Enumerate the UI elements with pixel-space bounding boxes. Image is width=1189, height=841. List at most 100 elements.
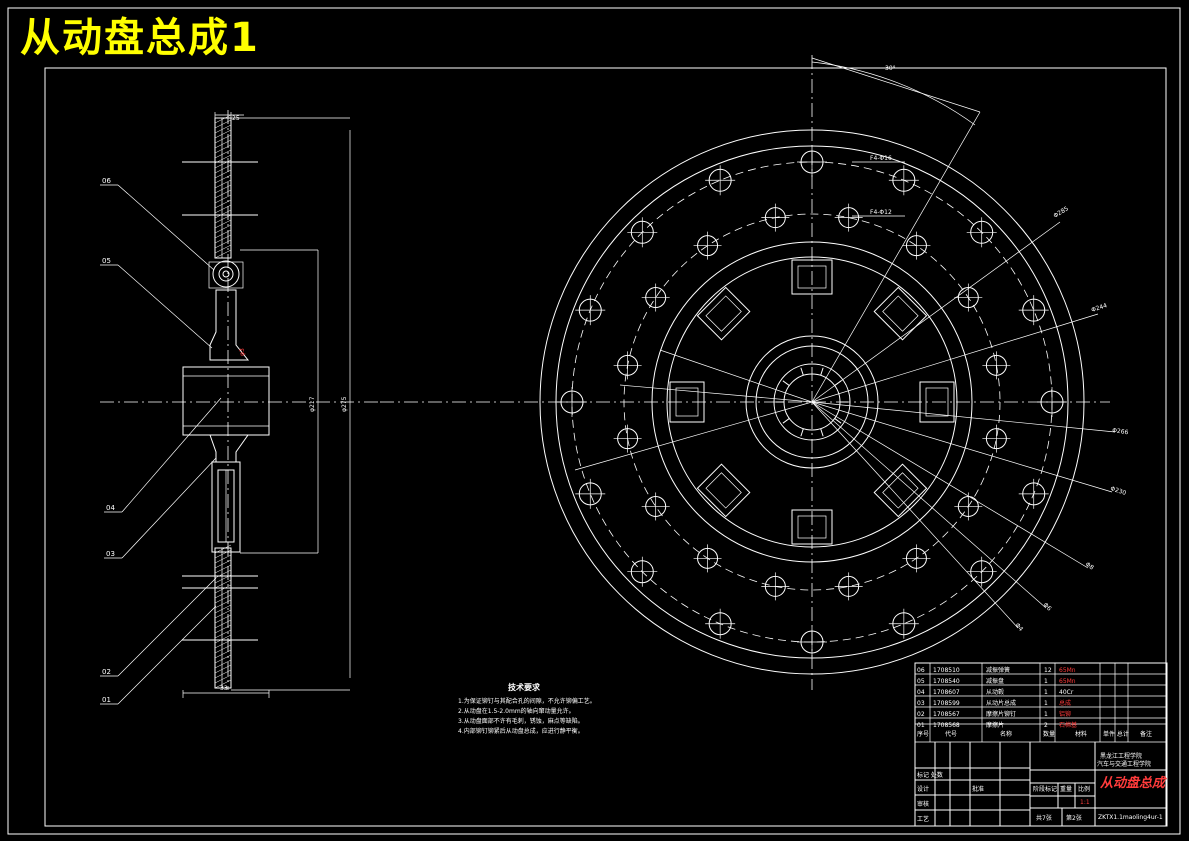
leader-02: 02 bbox=[102, 668, 111, 676]
hole bbox=[761, 203, 790, 232]
note-2: 2.从动盘在1.5-2.0mm的轴向窜动量允许。 bbox=[458, 707, 575, 715]
hole bbox=[982, 351, 1011, 380]
notes-title: 技术要求 bbox=[508, 682, 541, 692]
dim-dia-outer: φ275 bbox=[341, 396, 348, 412]
hole bbox=[954, 283, 983, 312]
tb-weight: 重量 bbox=[1060, 785, 1072, 793]
part-qty: 1 bbox=[1044, 711, 1048, 718]
tb-school: 黑龙江工程学院 bbox=[1100, 752, 1142, 760]
hole bbox=[902, 544, 931, 573]
note-1: 1.为保证铆钉与其配合孔的间隙，不允许铆偏工艺。 bbox=[458, 697, 596, 705]
leader-01: 01 bbox=[102, 696, 111, 704]
spring-window bbox=[791, 509, 833, 545]
tb-row-design: 设计 bbox=[917, 785, 929, 793]
tb-row-review: 审核 bbox=[917, 800, 929, 808]
part-qty: 1 bbox=[1044, 689, 1048, 696]
tb-scale-label: 比例 bbox=[1078, 785, 1090, 793]
hole bbox=[693, 544, 722, 573]
part-code: 1708540 bbox=[933, 678, 960, 685]
hole bbox=[834, 572, 863, 601]
tb-dept: 汽车与交通工程学院 bbox=[1097, 760, 1151, 768]
hole bbox=[966, 217, 997, 248]
tb-scale: 1:1 bbox=[1080, 799, 1090, 806]
part-name: 从动毂 bbox=[986, 688, 1004, 696]
dim-small: φ3 bbox=[239, 348, 246, 356]
inner-frame bbox=[44, 67, 1167, 827]
leader-05: 05 bbox=[102, 257, 111, 265]
hole bbox=[834, 203, 863, 232]
hole bbox=[627, 556, 658, 587]
hole bbox=[557, 387, 587, 417]
hole bbox=[705, 165, 736, 196]
right-front-view: 30° F4-Φ16 F4-Φ12 Φ285 Φ244 Φ266 Φ230 Φ8… bbox=[380, 55, 1129, 690]
table-header-cell: 数量 bbox=[1043, 730, 1055, 738]
part-material: 总成 bbox=[1059, 699, 1071, 707]
part-name: 从动片总成 bbox=[986, 699, 1016, 707]
part-material: 40Cr bbox=[1059, 689, 1074, 696]
left-section-view: 25 33 φ217 φ275 φ3 06 05 04 03 02 01 bbox=[100, 110, 380, 705]
drawing-title: 从动盘总成1 bbox=[20, 15, 260, 61]
tb-stage: 阶段标记 bbox=[1033, 785, 1057, 793]
part-code: 1708567 bbox=[933, 711, 960, 718]
dim-top: 25 bbox=[232, 115, 240, 122]
spring-window bbox=[696, 286, 751, 341]
callout-d285: Φ285 bbox=[1052, 205, 1070, 220]
part-material: 65Mn bbox=[1059, 667, 1076, 674]
hole bbox=[693, 231, 722, 260]
hole bbox=[1018, 478, 1049, 509]
part-no: 03 bbox=[917, 700, 925, 707]
hole bbox=[641, 492, 670, 521]
hole bbox=[761, 572, 790, 601]
hole bbox=[613, 351, 642, 380]
callout-holes-inner: F4-Φ12 bbox=[870, 209, 892, 216]
hole bbox=[575, 295, 606, 326]
leader-03: 03 bbox=[106, 550, 115, 558]
tb-drawing-name: 从动盘总成 bbox=[1100, 775, 1167, 791]
callout-holes-outer: F4-Φ16 bbox=[870, 155, 892, 162]
hole bbox=[954, 492, 983, 521]
part-material: 石棉基 bbox=[1059, 721, 1077, 729]
callout-d8: Φ8 bbox=[1084, 561, 1095, 572]
angle-dim: 30° bbox=[885, 65, 896, 72]
hole bbox=[797, 147, 827, 177]
dim-dia-inner: φ217 bbox=[309, 396, 316, 412]
callout-d244: Φ244 bbox=[1090, 302, 1108, 314]
hole bbox=[575, 478, 606, 509]
tb-sheet-no: 第2张 bbox=[1066, 814, 1082, 822]
part-name: 减振盘 bbox=[986, 677, 1004, 685]
callout-d6: Φ6 bbox=[1042, 601, 1053, 612]
outer-frame bbox=[7, 7, 1181, 835]
spring-window bbox=[873, 463, 928, 518]
technical-notes: 技术要求 1.为保证铆钉与其配合孔的间隙，不允许铆偏工艺。 2.从动盘在1.5-… bbox=[458, 682, 596, 735]
part-qty: 12 bbox=[1044, 667, 1052, 674]
part-no: 02 bbox=[917, 711, 925, 718]
part-name: 摩擦片铆钉 bbox=[986, 710, 1016, 718]
tb-row-process: 工艺 bbox=[917, 815, 929, 823]
table-header-cell: 备注 bbox=[1140, 730, 1152, 738]
spring-window bbox=[669, 381, 705, 423]
part-name: 摩擦片 bbox=[986, 721, 1004, 729]
dim-bottom: 33 bbox=[220, 685, 228, 692]
table-header-cell: 序号 bbox=[917, 730, 929, 738]
hole bbox=[966, 556, 997, 587]
tb-row-mark: 标记 处数 bbox=[917, 771, 943, 779]
hole bbox=[888, 608, 919, 639]
note-3: 3.从动盘面部不许有毛刺，锈蚀，麻点等缺陷。 bbox=[458, 717, 584, 725]
part-no: 05 bbox=[917, 678, 925, 685]
hole bbox=[705, 608, 736, 639]
part-code: 1708510 bbox=[933, 667, 960, 674]
tb-sheet: 共7张 bbox=[1036, 814, 1052, 822]
hole bbox=[902, 231, 931, 260]
table-header-cell: 材料 bbox=[1075, 730, 1087, 738]
tb-date-label: 批准 bbox=[972, 785, 984, 793]
part-material: 铝铆 bbox=[1059, 710, 1071, 718]
callout-d4: Φ4 bbox=[1013, 622, 1024, 633]
part-qty: 2 bbox=[1044, 722, 1048, 729]
hole bbox=[613, 424, 642, 453]
leader-06: 06 bbox=[102, 177, 111, 185]
hole bbox=[888, 165, 919, 196]
callout-d230: Φ230 bbox=[1109, 485, 1127, 497]
part-qty: 1 bbox=[1044, 700, 1048, 707]
